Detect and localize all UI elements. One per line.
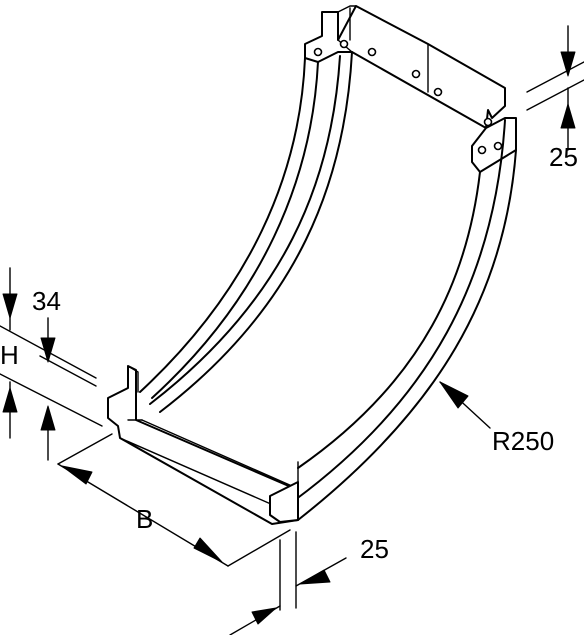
dimension-labels: 25 34 H B 25 R250: [0, 142, 578, 564]
bolt-hole: [367, 47, 377, 57]
bolt-holes: [313, 39, 503, 155]
bolt-hole: [493, 141, 503, 151]
arrow-icon: [40, 337, 56, 363]
arrow-icon: [560, 103, 576, 129]
dimension-label-width: B: [136, 504, 153, 534]
dimension-label-flange-top: 34: [32, 286, 61, 316]
arrow-icon: [2, 387, 18, 413]
bolt-hole: [339, 39, 349, 49]
bolt-hole: [313, 47, 323, 57]
arrow-icon: [193, 537, 223, 563]
dimension-label-bottom-offset: 25: [360, 534, 389, 564]
bolt-hole: [411, 69, 421, 79]
cable-tray-bend-body: [107, 5, 517, 525]
arrow-icon: [40, 405, 56, 431]
dimension-lines: [0, 25, 584, 635]
dimension-label-radius: R250: [492, 426, 554, 456]
bolt-hole: [477, 145, 487, 155]
arrow-icon: [251, 607, 277, 625]
bolt-hole: [433, 87, 443, 97]
arrow-icon: [299, 569, 331, 585]
dimension-label-height: H: [0, 340, 19, 370]
arrow-icon: [439, 381, 469, 409]
dimension-arrows: [2, 51, 576, 625]
bolt-hole: [483, 117, 493, 127]
dimension-label-flange-right: 25: [549, 142, 578, 172]
arrow-icon: [2, 293, 18, 319]
arrow-icon: [61, 465, 93, 485]
arrow-icon: [560, 51, 576, 77]
